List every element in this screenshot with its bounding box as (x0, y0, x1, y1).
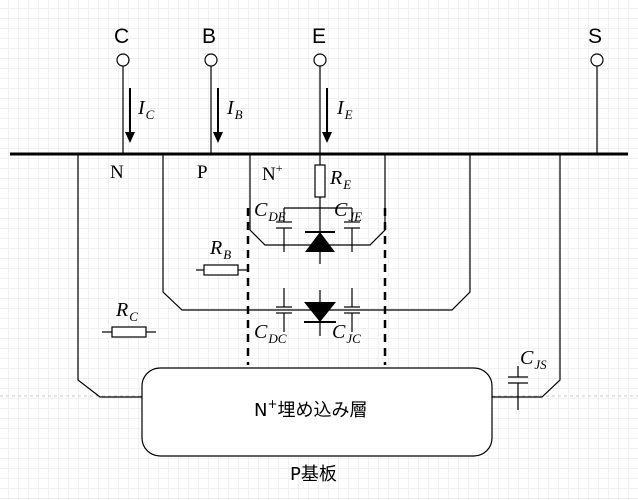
current-arrow-c (125, 88, 135, 143)
terminal-label-b: B (202, 25, 217, 48)
substrate-capacitor (508, 366, 528, 410)
emitter-junction-network (276, 207, 360, 264)
terminal-e (313, 53, 327, 154)
capacitor-label-cjc: CJC (332, 321, 361, 346)
terminal-s (590, 53, 604, 154)
terminal-c (116, 53, 130, 154)
region-label-p: P (197, 162, 208, 183)
terminal-label-s: S (588, 25, 603, 48)
current-label-ib: IB (227, 97, 243, 122)
capacitor-label-cdc: CDC (254, 321, 287, 346)
resistor-label-rc: RC (116, 299, 138, 324)
substrate-label: P基板 (290, 464, 337, 485)
collector-resistor (102, 326, 156, 338)
terminal-label-c: C (114, 25, 130, 48)
capacitor-label-cje: CJE (334, 199, 363, 224)
emitter-resistor (314, 154, 326, 208)
n-collector-well-left (77, 154, 142, 398)
terminal-b (204, 53, 218, 154)
current-arrow-b (213, 88, 223, 143)
region-label-n: N (110, 162, 124, 183)
resistor-label-rb: RB (210, 237, 232, 262)
terminal-label-e: E (312, 25, 327, 48)
resistor-label-re: RE (330, 167, 352, 192)
buried-layer-label: N+埋め込み層 (254, 397, 368, 421)
current-label-ic: IC (138, 97, 155, 122)
current-label-ie: IE (337, 97, 353, 122)
capacitor-label-cde: CDE (254, 199, 286, 224)
collector-junction-network (276, 288, 360, 336)
base-resistor (196, 264, 248, 276)
current-arrow-e (322, 88, 332, 143)
n-collector-well-right (492, 154, 561, 398)
region-label-n-plus: N+ (262, 161, 283, 185)
n-plus-buried-layer (141, 367, 493, 457)
capacitor-label-cjs: CJS (520, 347, 547, 372)
